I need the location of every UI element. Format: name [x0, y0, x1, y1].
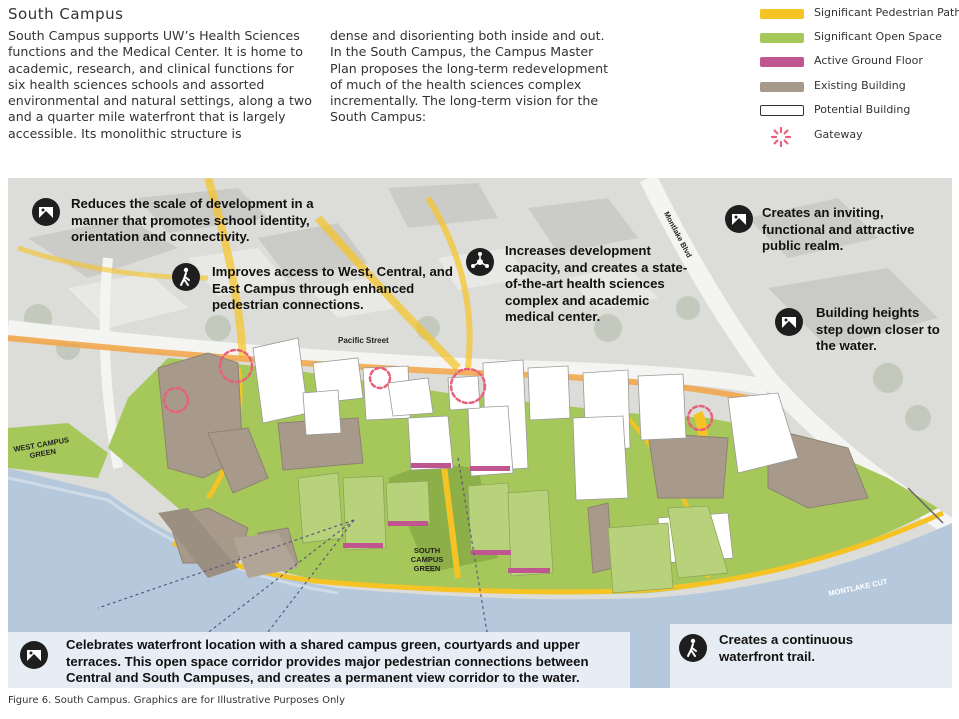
- intro-paragraph-col2: dense and disorienting both inside and o…: [330, 28, 609, 125]
- campus-map-illustration: [8, 178, 952, 688]
- legend-item-potential-building: Potential Building: [760, 101, 959, 121]
- page-title: South Campus: [8, 5, 124, 23]
- legend-label: Significant Open Space: [814, 30, 942, 43]
- callout-access: Improves access to West, Central, and Ea…: [212, 264, 453, 312]
- intro-paragraph-col1: South Campus supports UW’s Health Scienc…: [8, 28, 312, 141]
- pedestrian-path-swatch: [760, 9, 804, 19]
- pedestrian-icon: [172, 263, 200, 291]
- callout-scale: Reduces the scale of development in a ma…: [71, 196, 314, 244]
- callout-realm: Creates an inviting, functional and attr…: [762, 205, 915, 253]
- legend-item-open-space: Significant Open Space: [760, 28, 959, 48]
- pedestrian-icon: [679, 634, 707, 662]
- legend-label: Potential Building: [814, 103, 911, 116]
- landscape-icon: [775, 308, 803, 336]
- trail-callout-panel: [670, 624, 952, 688]
- legend-item-gateway: Gateway: [760, 126, 959, 148]
- legend-label: Active Ground Floor: [814, 54, 923, 67]
- callout-waterfront: Celebrates waterfront location with a sh…: [66, 637, 589, 685]
- landscape-icon: [20, 641, 48, 669]
- legend-label: Gateway: [814, 128, 863, 141]
- potential-building-swatch: [760, 105, 804, 116]
- network-icon: [466, 248, 494, 276]
- campus-map: Pacific Street Montlake Blvd WEST CAMPUS…: [8, 178, 952, 688]
- south-campus-green-label: SOUTH CAMPUS GREEN: [410, 546, 444, 573]
- gateway-icon: [770, 126, 792, 148]
- legend-item-pedestrian-path: Significant Pedestrian Path: [760, 4, 959, 24]
- callout-trail: Creates a continuous waterfront trail.: [719, 632, 854, 664]
- legend-item-existing-building: Existing Building: [760, 77, 959, 97]
- open-space-swatch: [760, 33, 804, 43]
- callout-heights: Building heights step down closer to the…: [816, 305, 940, 353]
- landscape-icon: [725, 205, 753, 233]
- active-ground-floor-swatch: [760, 57, 804, 67]
- legend-item-active-ground-floor: Active Ground Floor: [760, 52, 959, 72]
- landscape-icon: [32, 198, 60, 226]
- legend-label: Existing Building: [814, 79, 906, 92]
- gateway-markers: [162, 348, 714, 432]
- existing-building-swatch: [760, 82, 804, 92]
- legend-label: Significant Pedestrian Path: [814, 6, 959, 19]
- figure-caption: Figure 6. South Campus. Graphics are for…: [8, 695, 345, 706]
- pacific-street-label: Pacific Street: [338, 336, 389, 345]
- callout-capacity: Increases development capacity, and crea…: [505, 243, 688, 324]
- waterfront-callout-panel: [8, 632, 630, 688]
